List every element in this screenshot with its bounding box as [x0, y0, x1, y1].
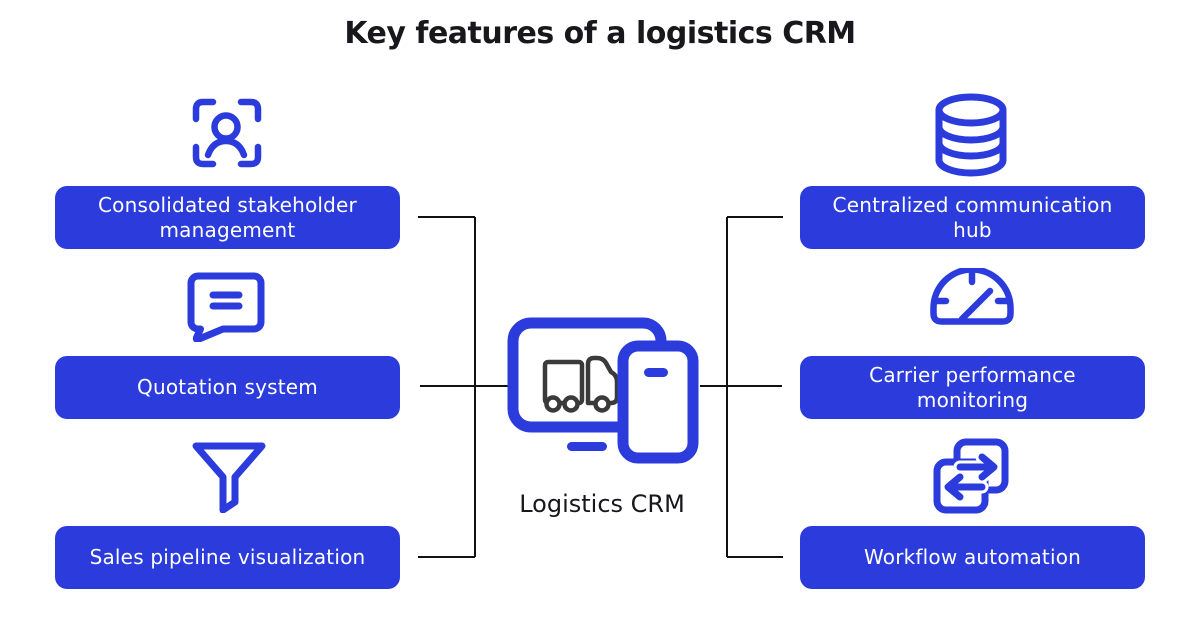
feature-label: Consolidated stakeholder management: [98, 193, 357, 242]
database-icon: [935, 93, 1007, 177]
feature-label: Sales pipeline visualization: [89, 545, 366, 570]
connector-right-bracket: [700, 216, 783, 558]
feature-box-workflow-automation: Workflow automation: [800, 526, 1145, 589]
feature-box-communication-hub: Centralized communication hub: [800, 186, 1145, 249]
feature-label: Workflow automation: [863, 545, 1082, 570]
gauge-icon: [930, 268, 1014, 325]
feature-label: Carrier performance monitoring: [869, 363, 1076, 412]
connector-left-bracket: [418, 216, 512, 558]
stakeholder-focus-icon: [192, 98, 262, 168]
phone-speaker: [644, 368, 668, 377]
feature-label: Centralized communication hub: [832, 193, 1113, 242]
phone-icon: [617, 340, 699, 464]
page-title: Key features of a logistics CRM: [344, 16, 856, 51]
monitor-phone-truck-icon: [507, 317, 699, 464]
feature-box-sales-pipeline: Sales pipeline visualization: [55, 526, 400, 589]
feature-box-carrier-monitoring: Carrier performance monitoring: [800, 356, 1145, 419]
feature-box-quotation-system: Quotation system: [55, 356, 400, 419]
workflow-sync-icon: [933, 438, 1009, 514]
feature-label: Quotation system: [137, 375, 318, 400]
truck-icon: [542, 355, 620, 413]
funnel-icon: [192, 442, 266, 513]
center-label: Logistics CRM: [519, 490, 685, 518]
feature-box-stakeholder-management: Consolidated stakeholder management: [55, 186, 400, 249]
quote-message-icon: [187, 272, 265, 342]
monitor-stand: [567, 442, 607, 451]
